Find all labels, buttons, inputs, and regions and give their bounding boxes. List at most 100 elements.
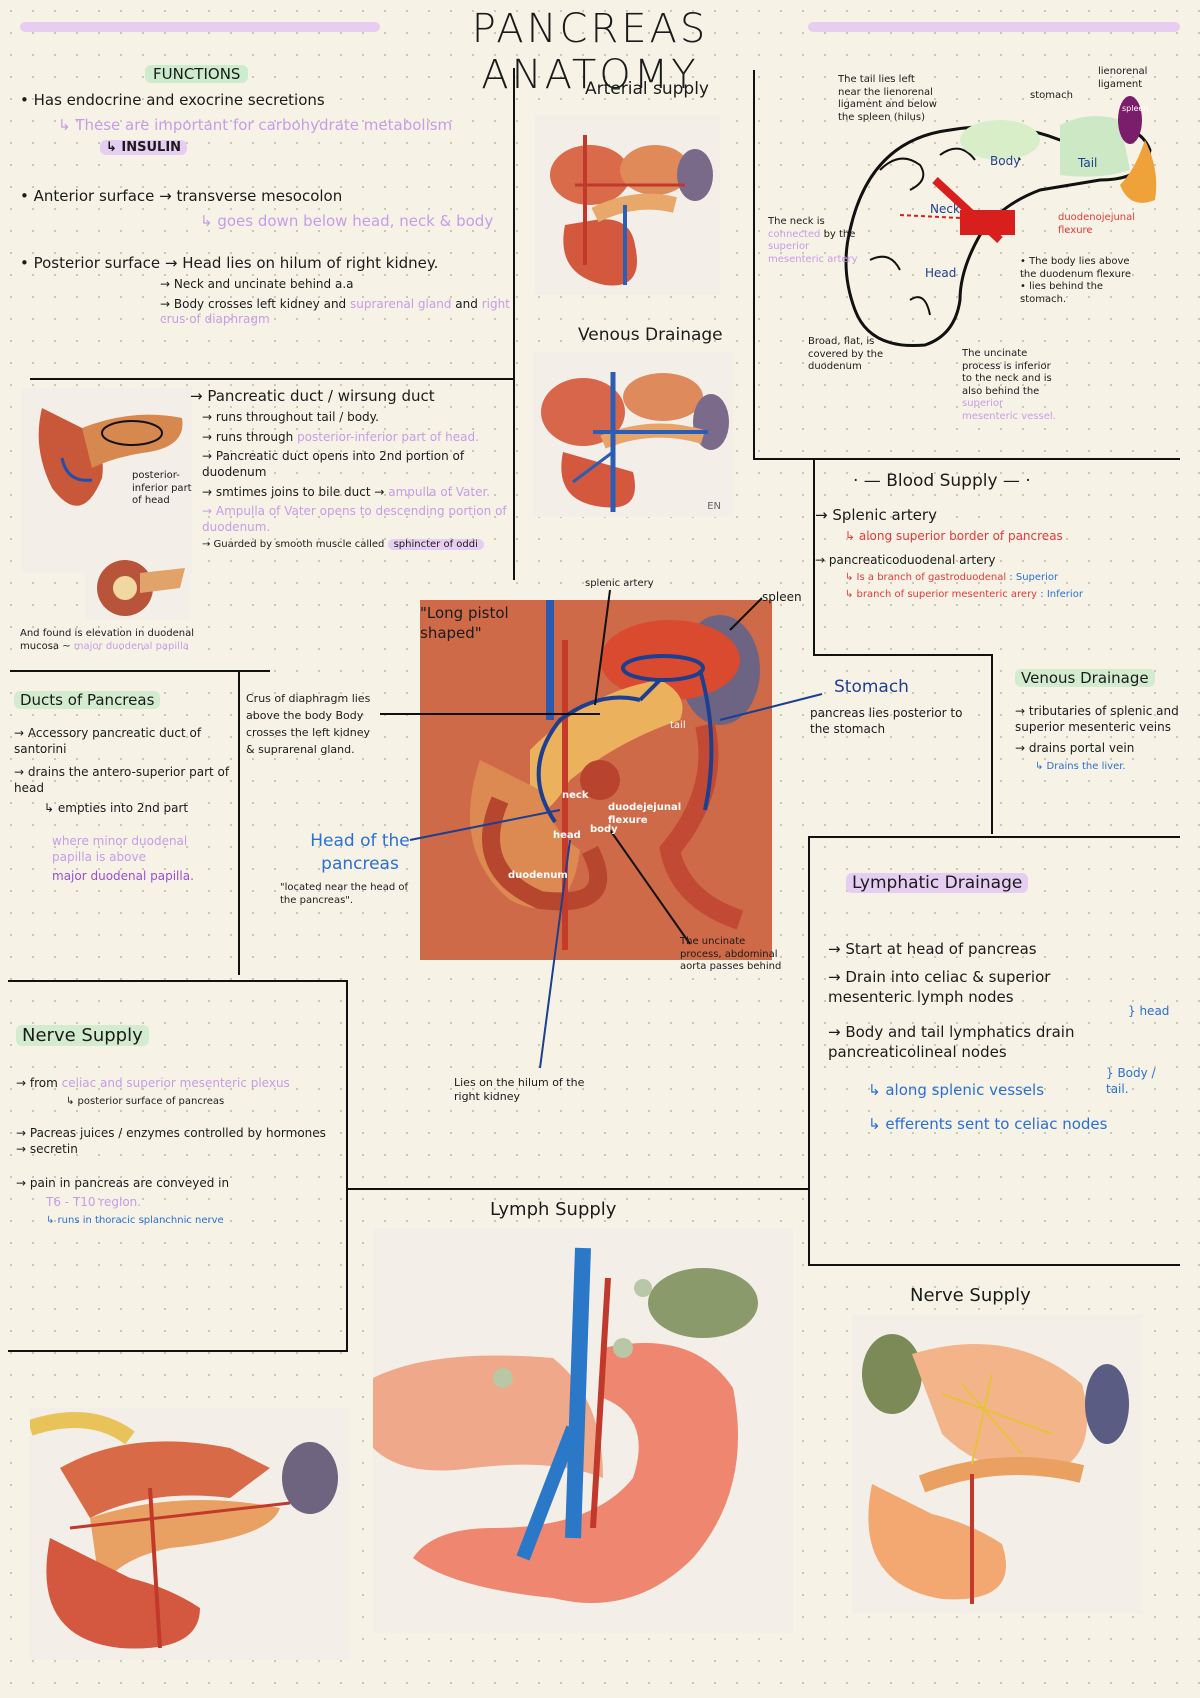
functions-line: • Has endocrine and exocrine secretions [20,91,325,110]
nerve-line: → pain in pancreas are conveyed in [16,1175,230,1190]
duct-figure-label: posterior-inferior part of head [132,470,192,506]
splenic-artery-label: splenic artery [585,578,654,589]
venous-heading: Venous Drainage [1015,669,1155,687]
image-signature: EN [707,500,721,512]
duct-note: → Ampulla of Vater opens to descending p… [202,504,507,534]
diagram-tail-label: Tail [1078,156,1098,170]
ducts-line: → drains the antero-superior part of hea… [14,765,230,796]
ducts-line: where minor duodenal papilla is above [52,834,188,864]
nerve-supply-image-heading: Nerve Supply [910,1285,1031,1306]
center-label-flexure: duodejejunal flexure [608,802,682,826]
divider [753,458,1180,460]
nerve-line: → from celiac and superior mesenteric pl… [16,1076,290,1091]
lymphatic-tag: } Body / tail. [1106,1066,1156,1096]
nerve-heading: Nerve Supply [16,1025,149,1046]
nerve-line: → Pacreas juices / enzymes controlled by… [16,1126,326,1156]
center-label-head: head [553,830,581,841]
functions-line: ↳ These are important for carbohydrate m… [58,115,453,134]
pancreas-diagram [760,70,1180,440]
stomach-note: pancreas lies posterior to the stomach [810,706,963,736]
functions-section: FUNCTIONS • Has endocrine and exocrine s… [20,64,510,332]
lymphatic-line: → Body and tail lymphatics drain pancrea… [828,1022,1075,1061]
long-pistol-label: "Long pistol shaped" [420,604,509,642]
uncinate-process-note: The uncinate process, abdominal aorta pa… [680,936,782,972]
nerve-section: Nerve Supply → from celiac and superior … [16,1024,336,1231]
divider [813,460,815,655]
nerve-line: ↳ posterior surface of pancreas [66,1095,225,1107]
blood-supply-sub: ↳ branch of superior mesenteric arery : … [845,588,1083,600]
uncinate-note: The uncinate process is inferior to the … [962,348,1056,422]
lymphatic-line: → Start at head of pancreas [828,939,1037,958]
functions-line: ↳ INSULIN [20,139,510,157]
nerve-supply-image [852,1314,1142,1614]
stomach-heading: Stomach [834,677,909,697]
diagram-flexure-label: duodenojejunal flexure [1058,212,1136,236]
venous-drainage-section: Venous Drainage → tributaries of splenic… [1015,668,1185,778]
neck-note: The neck is connected by the superior me… [768,216,858,265]
divider [10,670,270,672]
blood-supply-item: → pancreaticoduodenal artery [815,552,996,567]
divider [8,1350,348,1352]
venous-line: → tributaries of splenic and superior me… [1015,704,1179,734]
center-label-duodenum: duodenum [508,870,568,881]
diagram-neck-label: Neck [930,202,960,216]
nerve-line: T6 - T10 region. [46,1195,142,1210]
blood-supply-section: · — Blood Supply — · → Splenic artery ↳ … [815,470,1180,605]
divider [808,1264,1180,1266]
tail-note: The tail lies left near the lienorenal l… [838,74,937,123]
venous-drainage-image-heading: Venous Drainage [578,325,723,345]
lymphatic-heading: Lymphatic Drainage [846,873,1029,893]
arterial-supply-image [535,115,720,295]
functions-heading: FUNCTIONS [145,65,249,83]
crus-note: Crus of diaphragm lies above the body Bo… [246,692,371,757]
divider [513,68,515,580]
body-note: • The body lies above the duodenum flexu… [1020,256,1132,305]
ducts-line: → Accessory pancreatic duct of santorini [14,726,202,756]
broad-note: Broad, flat, is covered by the duodenum [808,336,884,372]
lymphatic-line: → Drain into celiac & superior mesenteri… [828,968,1051,1007]
divider [808,836,1180,838]
papilla-caption: And found is elevation in duodenal mucos… [20,628,195,652]
pancreatic-duct-image [22,388,192,573]
anterior-surface: • Anterior surface → transverse mesocolo… [20,187,343,206]
duct-note: → smtimes joins to bile duct → ampulla o… [202,484,491,499]
center-label-body: body [590,824,618,835]
divider [813,654,993,656]
ducts-of-pancreas-section: Ducts of Pancreas → Accessory pancreatic… [14,690,234,889]
lymphatic-tag: } head [1128,1004,1170,1018]
arterial-supply-heading: Arterial supply [585,79,709,99]
divider [346,980,348,1350]
venous-line: → drains portal vein [1015,741,1135,756]
venous-line: ↳ Drains the liver. [1035,761,1126,773]
duct-note: → Guarded by smooth muscle called sphinc… [190,539,510,552]
duct-notes: → Pancreatic duct / wirsung duct → runs … [190,386,510,556]
divider [808,836,810,1266]
head-note: "located near the head of the pancreas". [280,882,409,906]
ducts-heading: Ducts of Pancreas [14,691,161,709]
divider [348,1188,808,1190]
spleen-label: spleen [762,590,802,604]
divider [30,378,513,380]
diagram-lienorenal-label: lienorenal ligament [1098,66,1148,90]
duct-note: → Pancreatic duct opens into 2nd portion… [202,449,465,480]
divider [753,70,755,460]
pancreas-bottom-image [30,1408,350,1660]
head-heading: Head of the pancreas [310,831,410,874]
diagram-stomach-label: stomach [1030,90,1073,101]
divider [238,670,240,975]
duct-title: → Pancreatic duct / wirsung duct [190,387,435,405]
papilla-image [85,548,190,620]
center-label-tail: tail [670,720,686,731]
blood-supply-item: → Splenic artery [815,505,937,524]
diagram-head-label: Head [925,266,957,280]
duct-note: → runs throughout tail / body. [202,410,379,425]
duct-note: → runs through posterior-inferior part o… [202,429,479,444]
lymph-supply-heading: Lymph Supply [490,1199,617,1220]
title-underline-right [808,22,1180,32]
ducts-line: major duodenal papilla. [52,869,194,884]
lymphatic-line: ↳ along splenic vessels [868,1081,1045,1100]
posterior-bullet: → Neck and uncinate behind a.a [160,277,354,292]
title-underline-left [20,22,380,32]
blood-supply-heading: · — Blood Supply — · [853,471,1031,491]
hilum-note: Lies on the hilum of the right kidney [454,1076,585,1103]
